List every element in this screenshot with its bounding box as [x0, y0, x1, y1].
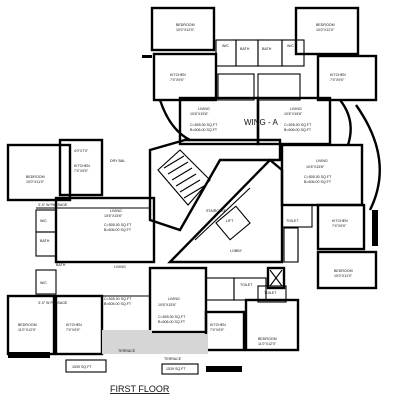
label-bath-tl: BATH [240, 47, 250, 51]
staircase-treads [163, 155, 205, 199]
label-bath-l: BATH [40, 239, 50, 243]
dim-bedroom-r: 10'0"X11'0" [334, 274, 353, 278]
label-living-b: LIVING [168, 297, 180, 301]
core [148, 138, 286, 290]
dim-living-l: 10'6"X15'6" [104, 214, 123, 218]
label-kitchen-l: KITCHEN [74, 164, 90, 168]
dim-living-tl: 10'6"X15'6" [190, 112, 209, 116]
dim-kitchen-tl: 7'4"X9'0" [170, 78, 185, 82]
dim-kitchen-r: 7'4"X9'0" [332, 224, 347, 228]
dim-bedroom-b: 11'0"X12'0" [258, 342, 277, 346]
label-toilet-b2: TOILET [264, 291, 277, 295]
dim-kitchen-b: 7'4"X9'0" [210, 328, 225, 332]
label-toilet-r: TOILET [286, 219, 299, 223]
label-living-tl: LIVING [198, 107, 210, 111]
label-lobby: LOBBY [230, 249, 243, 253]
wing-label: WING - A [244, 118, 278, 127]
label-bath-tr: BATH [262, 47, 272, 51]
label-bedroom-l: BEDROOM [26, 175, 45, 179]
label-wc-tl: W/C [222, 44, 229, 48]
label-living-r: LIVING [316, 159, 328, 163]
label-kitchen-tl: KITCHEN [170, 73, 186, 77]
label-lift: LIFT [226, 219, 234, 223]
builtup-r: B=606.00 SQ.FT [304, 180, 332, 184]
label-bath-bl: BATH [56, 263, 66, 267]
carpet-l: C=505.00 SQ.FT [104, 223, 132, 227]
label-bedroom-b: BEDROOM [258, 337, 277, 341]
label-wc-l: W/C [40, 219, 47, 223]
dim-kitchen-bl: 7'4"X9'0" [66, 328, 81, 332]
label-bedroom-tl: BEDROOM [176, 23, 195, 27]
carpet-r: C=505.00 SQ.FT [304, 175, 332, 179]
label-terrace-bl: TERRACE [118, 349, 136, 353]
label-dry-bal: DRY BAL [110, 159, 125, 163]
flat-bottom [8, 266, 300, 375]
label-passage-l: 3'-0" W PASSAGE [38, 203, 68, 207]
dim-kitchen-tr: 7'4"X9'0" [330, 78, 345, 82]
label-kitchen-tr: KITCHEN [330, 73, 346, 77]
dim-bedroom-bl: 11'0"X12'0" [18, 328, 37, 332]
label-bedroom-bl: BEDROOM [18, 323, 37, 327]
label-wc-bl: W/C [40, 281, 47, 285]
dim-living-b: 10'6"X15'6" [158, 303, 177, 307]
floor-title: FIRST FLOOR [110, 384, 170, 394]
label-toilet-b: TOILET [240, 283, 253, 287]
dim-top-left-balcony: 4'0"X7'0" [74, 149, 89, 153]
dim-bedroom-tr: 10'0"X12'0" [316, 28, 335, 32]
carpet-tl: C=505.00 SQ.FT [190, 123, 218, 127]
flat-top-right [256, 6, 381, 211]
sqft-b: 1539 SQ.FT [166, 367, 186, 371]
dim-kitchen-l: 7'4"X9'0" [74, 169, 89, 173]
builtup-bl: B=606.00 SQ.FT [104, 302, 132, 306]
label-staircase: STAIRCASE [206, 209, 227, 213]
builtup-l: B=606.00 SQ.FT [104, 228, 132, 232]
dim-bedroom-tl: 10'0"X12'0" [176, 28, 195, 32]
dim-living-tr: 10'6"X15'6" [284, 112, 303, 116]
label-living-bl: LIVING [114, 265, 126, 269]
carpet-b: C=505.00 SQ.FT [158, 315, 186, 319]
label-bedroom-r: BEDROOM [334, 269, 353, 273]
label-terrace-b: TERRACE [164, 357, 182, 361]
room-labels: BEDROOM 10'0"X12'0" BEDROOM 10'0"X12'0" … [18, 23, 353, 371]
label-kitchen-b: KITCHEN [210, 323, 226, 327]
label-living-tr: LIVING [290, 107, 302, 111]
dim-living-r: 10'6"X15'6" [306, 165, 325, 169]
label-passage-bl: 3'-0" W PASSAGE [38, 301, 68, 305]
flat-right [280, 143, 378, 290]
builtup-tr: B=606.00 SQ.FT [284, 128, 312, 132]
carpet-tr: C=505.00 SQ.FT [284, 123, 312, 127]
label-wc-tr: W/C [287, 44, 294, 48]
label-kitchen-r: KITCHEN [332, 219, 348, 223]
dim-bedroom-l: 10'0"X11'0" [26, 180, 45, 184]
label-living-l: LIVING [110, 209, 122, 213]
builtup-tl: B=606.00 SQ.FT [190, 128, 218, 132]
label-kitchen-bl: KITCHEN [66, 323, 82, 327]
builtup-b: B=606.00 SQ.FT [158, 320, 186, 324]
label-bedroom-tr: BEDROOM [316, 23, 335, 27]
carpet-bl: C=505.00 SQ.FT [104, 297, 132, 301]
sqft-bl: 1539 SQ.FT [72, 365, 92, 369]
